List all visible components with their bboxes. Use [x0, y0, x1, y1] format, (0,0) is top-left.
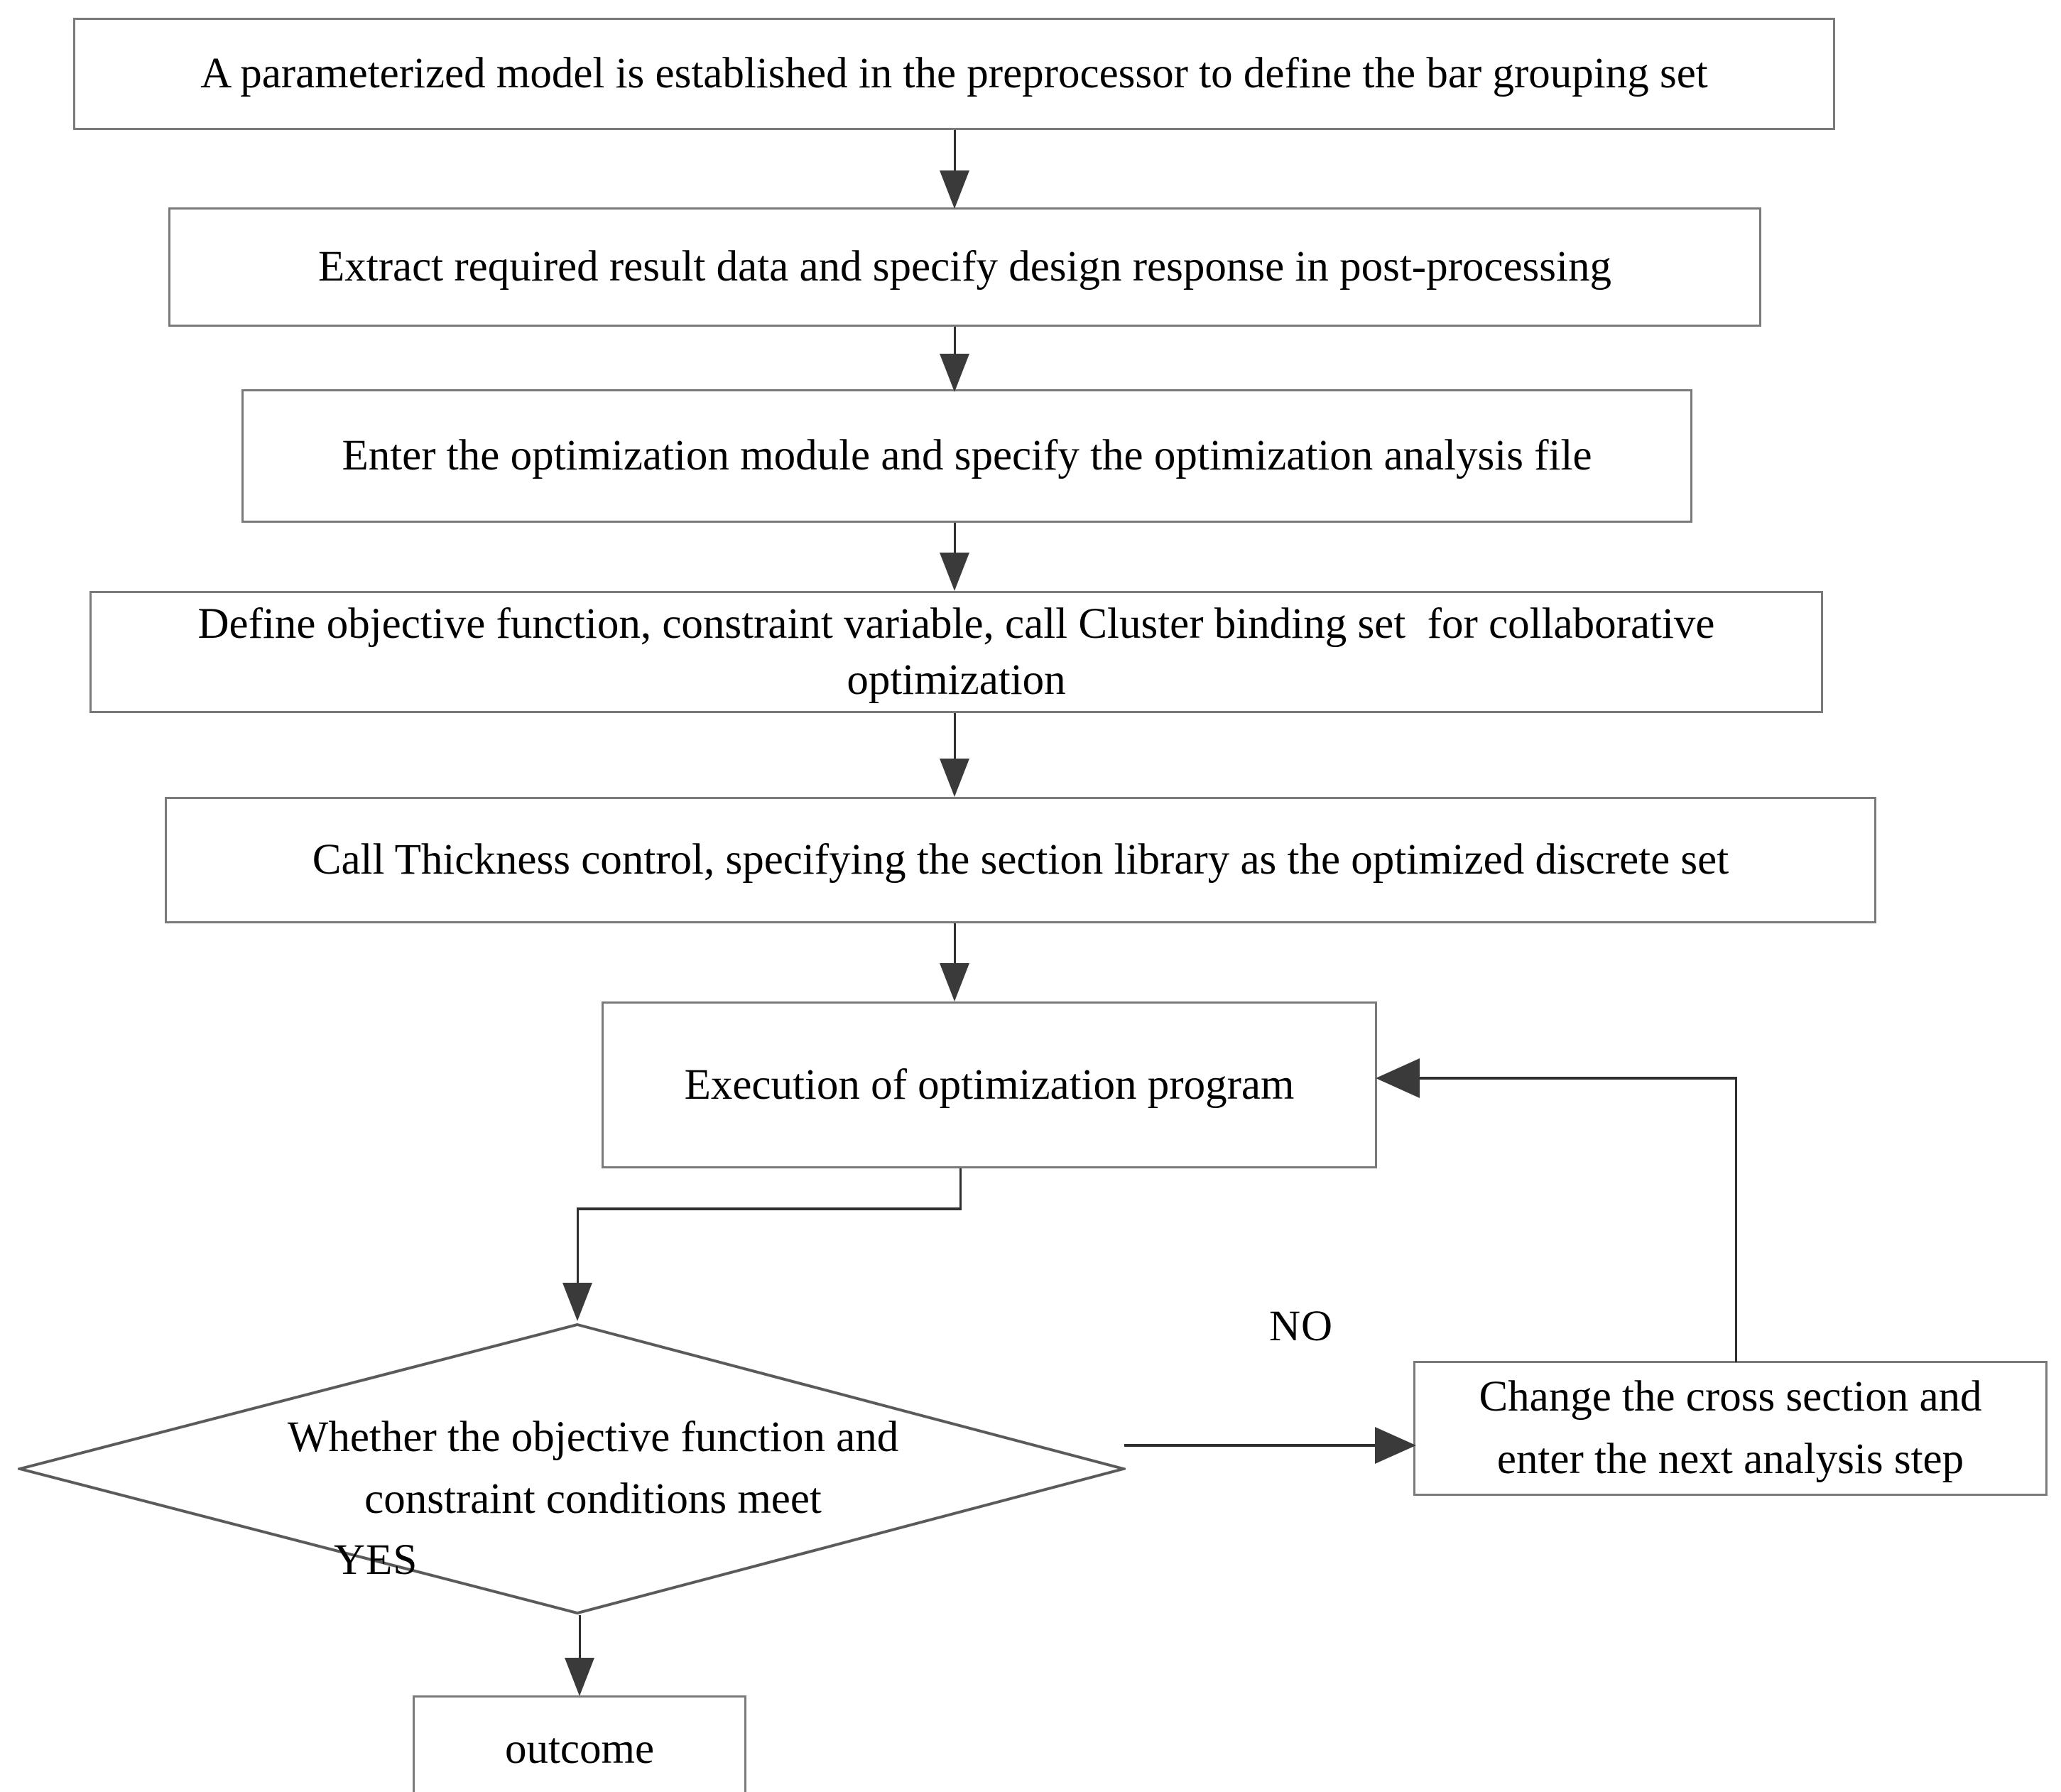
connector-execution-to-diamond: [577, 1207, 579, 1286]
node-outcome-label: outcome: [504, 1725, 655, 1774]
node-change-cross-section-label: Change the cross section and enter the n…: [1479, 1372, 1982, 1483]
arrowhead-yes-branch: [565, 1658, 594, 1696]
connector-thickness-to-execution: [954, 923, 956, 965]
connector-no-branch: [1124, 1444, 1380, 1447]
branch-label-no: NO: [1269, 1303, 1334, 1350]
arrowhead-model-to-extract: [940, 170, 969, 209]
node-extract-result-data[interactable]: Extract required result data and specify…: [168, 207, 1761, 327]
node-execution-program-label: Execution of optimization program: [684, 1060, 1295, 1109]
arrowhead-extract-to-module: [940, 354, 969, 392]
connector-module-to-objective: [954, 523, 956, 557]
connector-return-left: [1417, 1077, 1736, 1080]
node-condition-label: Whether the objective function and const…: [287, 1413, 899, 1523]
node-change-cross-section[interactable]: Change the cross section and enter the n…: [1413, 1361, 2048, 1496]
arrowhead-objective-to-thickness: [940, 759, 969, 797]
connector-yes-branch: [579, 1615, 581, 1663]
arrowhead-execution-to-diamond: [562, 1283, 592, 1321]
node-define-objective[interactable]: Define objective function, constraint va…: [89, 591, 1823, 713]
node-condition-decision[interactable]: Whether the objective function and const…: [18, 1323, 1126, 1615]
node-optimization-module[interactable]: Enter the optimization module and specif…: [241, 389, 1692, 523]
node-thickness-control[interactable]: Call Thickness control, specifying the s…: [165, 797, 1876, 923]
connector-model-to-extract: [954, 130, 956, 187]
arrowhead-thickness-to-execution: [940, 963, 969, 1001]
branch-label-yes: YES: [334, 1536, 418, 1584]
arrowhead-return-to-execution: [1376, 1058, 1420, 1098]
node-parameterized-model-label: A parameterized model is established in …: [200, 50, 1708, 98]
connector-execution-down: [959, 1168, 962, 1210]
node-extract-result-data-label: Extract required result data and specify…: [318, 243, 1611, 291]
diamond-shape-icon: [18, 1323, 1126, 1615]
connector-extract-to-module: [954, 327, 956, 371]
arrowhead-no-branch: [1375, 1427, 1416, 1464]
node-parameterized-model[interactable]: A parameterized model is established in …: [73, 18, 1835, 130]
node-outcome[interactable]: outcome: [413, 1695, 746, 1792]
node-optimization-module-label: Enter the optimization module and specif…: [342, 432, 1592, 480]
node-execution-program[interactable]: Execution of optimization program: [602, 1001, 1377, 1168]
node-define-objective-label: Define objective function, constraint va…: [197, 599, 1726, 704]
arrowhead-module-to-objective: [940, 553, 969, 591]
connector-return-up: [1735, 1077, 1737, 1362]
connector-execution-left: [577, 1207, 962, 1210]
connector-objective-to-thickness: [954, 713, 956, 760]
node-thickness-control-label: Call Thickness control, specifying the s…: [312, 836, 1729, 884]
